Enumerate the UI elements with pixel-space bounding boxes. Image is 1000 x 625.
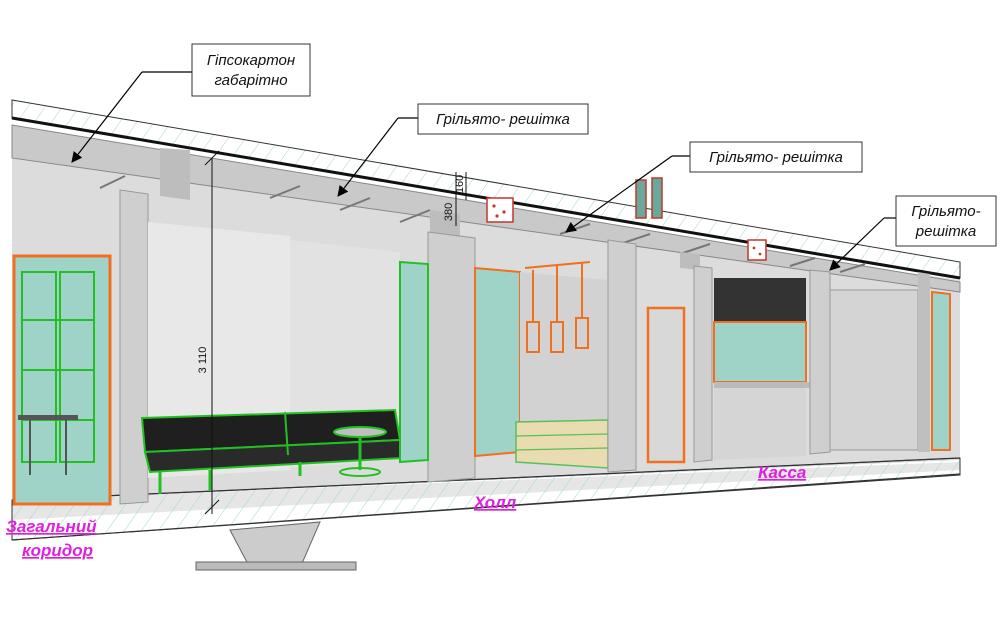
column-1: [119, 189, 149, 505]
height-dimension-text: 3 110: [197, 347, 209, 374]
vent-duct-2: [651, 177, 663, 219]
callout-grille-3: Грільято- решітка: [829, 195, 997, 271]
room-label-corridor-line2: коридор: [22, 541, 93, 560]
callout-drywall: Гіпсокартон габарітно: [71, 43, 311, 163]
glass-partition-2: [474, 266, 521, 458]
room-label-corridor-line1: Загальний: [6, 517, 97, 536]
callout-drywall-line2: габарітно: [214, 72, 287, 89]
back-space: [829, 289, 919, 451]
column-4: [693, 265, 713, 463]
callout-grille-3-line1: Грільято-: [911, 203, 980, 220]
dimension-d1-text: 380: [443, 203, 455, 221]
column-2: [427, 231, 476, 483]
diffuser-1: [486, 197, 514, 223]
glass-partition: [399, 260, 429, 464]
stair: [195, 521, 357, 571]
callout-grille-1: Грільято- решітка: [337, 103, 589, 197]
callout-grille-3-line2: решітка: [915, 223, 976, 240]
cashier-door: [646, 306, 686, 464]
room-label-hall: Холл: [473, 493, 517, 512]
right-door: [931, 290, 951, 451]
height-dimension: [204, 150, 220, 515]
cashier-window: [713, 278, 818, 460]
beam-2: [430, 210, 460, 240]
diffuser-2: [747, 239, 767, 261]
diffuser-dimension: [455, 172, 467, 226]
vent-duct-1: [635, 179, 647, 219]
reception-desk: [515, 419, 609, 469]
dimension-d2-text: 160: [454, 175, 466, 193]
round-table: [333, 426, 387, 477]
beam-1: [160, 148, 190, 200]
callout-grille-2-text: Грільято- решітка: [709, 149, 843, 166]
callout-grille-1-text: Грільято- решітка: [436, 111, 570, 128]
room-label-cashier: Касса: [758, 463, 806, 482]
suspended-ceiling: [11, 124, 961, 293]
callout-drywall-line1: Гіпсокартон: [207, 52, 295, 69]
column-3: [607, 239, 637, 473]
callout-grille-2: Грільято- решітка: [565, 141, 863, 233]
corridor-door: [12, 254, 112, 506]
pendant-lamps: [524, 261, 591, 353]
right-end-wall: [918, 272, 930, 452]
beam-3: [680, 252, 700, 270]
column-5: [809, 269, 831, 455]
